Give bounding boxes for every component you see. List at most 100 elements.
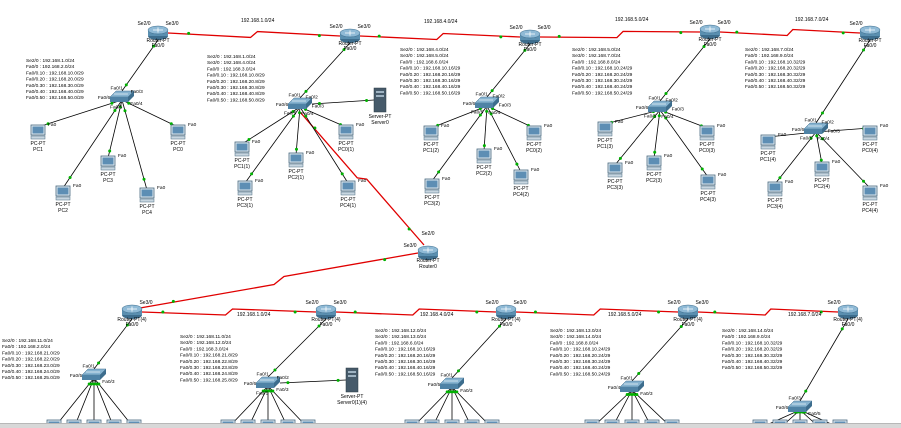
serial-link[interactable] (697, 308, 839, 316)
ethernet-link[interactable] (614, 109, 661, 166)
ethernet-link[interactable] (604, 109, 661, 125)
ethernet-link[interactable] (815, 131, 871, 189)
switch-2[interactable] (474, 96, 500, 108)
router-bottom-2[interactable]: Router-PT(4) (491, 304, 521, 323)
ethernet-link[interactable] (267, 318, 327, 378)
switch-0[interactable] (109, 90, 135, 102)
ethernet-link[interactable] (244, 106, 301, 184)
ethernet-link[interactable] (241, 106, 301, 145)
switch-9[interactable] (787, 400, 813, 412)
router-top-1[interactable]: Router-PT (338, 28, 362, 47)
router-top-3[interactable]: Router-PT (698, 24, 722, 43)
ethernet-link[interactable] (486, 43, 531, 98)
ethernet-link[interactable] (483, 105, 488, 152)
port-status-light (632, 393, 636, 397)
ethernet-link[interactable] (815, 39, 871, 124)
ethernet-link[interactable] (774, 131, 817, 185)
ethernet-link[interactable] (107, 99, 123, 159)
serial-link[interactable] (299, 111, 425, 246)
serial-link[interactable] (167, 30, 341, 39)
switch-1[interactable] (287, 97, 313, 109)
router-top-0[interactable]: Router-PT (146, 25, 170, 44)
ethernet-link[interactable] (62, 99, 123, 189)
switch-3[interactable] (647, 100, 673, 112)
ethernet-link[interactable] (653, 109, 661, 159)
switch-7[interactable] (439, 377, 465, 389)
ethernet-link[interactable] (815, 131, 823, 165)
ethernet-link[interactable] (121, 99, 179, 128)
serial-link[interactable] (335, 308, 497, 316)
ethernet-link[interactable] (279, 379, 347, 384)
ethernet-link[interactable] (299, 106, 347, 128)
switch-8[interactable] (619, 380, 645, 392)
ethernet-link[interactable] (659, 109, 708, 129)
ethernet-link[interactable] (295, 106, 301, 156)
serial-link[interactable] (539, 30, 701, 39)
ethernet-link[interactable] (659, 109, 709, 178)
serial-link[interactable] (139, 252, 419, 309)
ethernet-link[interactable] (799, 318, 849, 402)
ethernet-link[interactable] (486, 105, 522, 173)
router-bottom-0[interactable]: Router-PT(4) (117, 304, 147, 323)
config-note-line: Fa0/0.50 : 192.168.50.24/29 (572, 90, 633, 96)
ethernet-link[interactable] (121, 99, 148, 191)
ethernet-link[interactable] (431, 105, 488, 182)
ethernet-link[interactable] (299, 42, 351, 99)
ethernet-link[interactable] (631, 318, 689, 382)
ethernet-link[interactable] (121, 39, 159, 92)
screen (528, 127, 540, 135)
router-center[interactable]: Router-PT (416, 245, 440, 264)
serial-link[interactable] (141, 308, 317, 316)
ethernet-link[interactable] (451, 318, 507, 379)
ethernet-link[interactable] (486, 105, 535, 129)
serial-link[interactable] (359, 32, 521, 41)
ethernet-link[interactable] (311, 99, 375, 105)
serial-link[interactable] (719, 28, 861, 37)
serial-link[interactable] (515, 308, 679, 316)
router-bottom-3[interactable]: Router-PT(4) (673, 304, 703, 323)
switch-4[interactable] (803, 122, 829, 134)
ethernet-link[interactable] (37, 99, 123, 128)
switch-6[interactable] (255, 376, 281, 388)
ethernet-link[interactable] (430, 105, 488, 129)
ethernet-link[interactable] (659, 38, 711, 102)
router-bottom-4[interactable]: Router-PT(4) (833, 304, 863, 323)
workspace-scrollbar[interactable] (0, 423, 901, 428)
router-top-2[interactable]: Router-PT (518, 29, 542, 48)
ethernet-link[interactable] (815, 127, 871, 133)
ethernet-link[interactable] (93, 318, 133, 370)
router-bottom-1[interactable]: Router-PT(4) (311, 304, 341, 323)
ethernet-link[interactable] (299, 106, 349, 184)
router-top-4[interactable]: Router-PT (858, 25, 882, 44)
switch-5[interactable] (81, 368, 107, 380)
